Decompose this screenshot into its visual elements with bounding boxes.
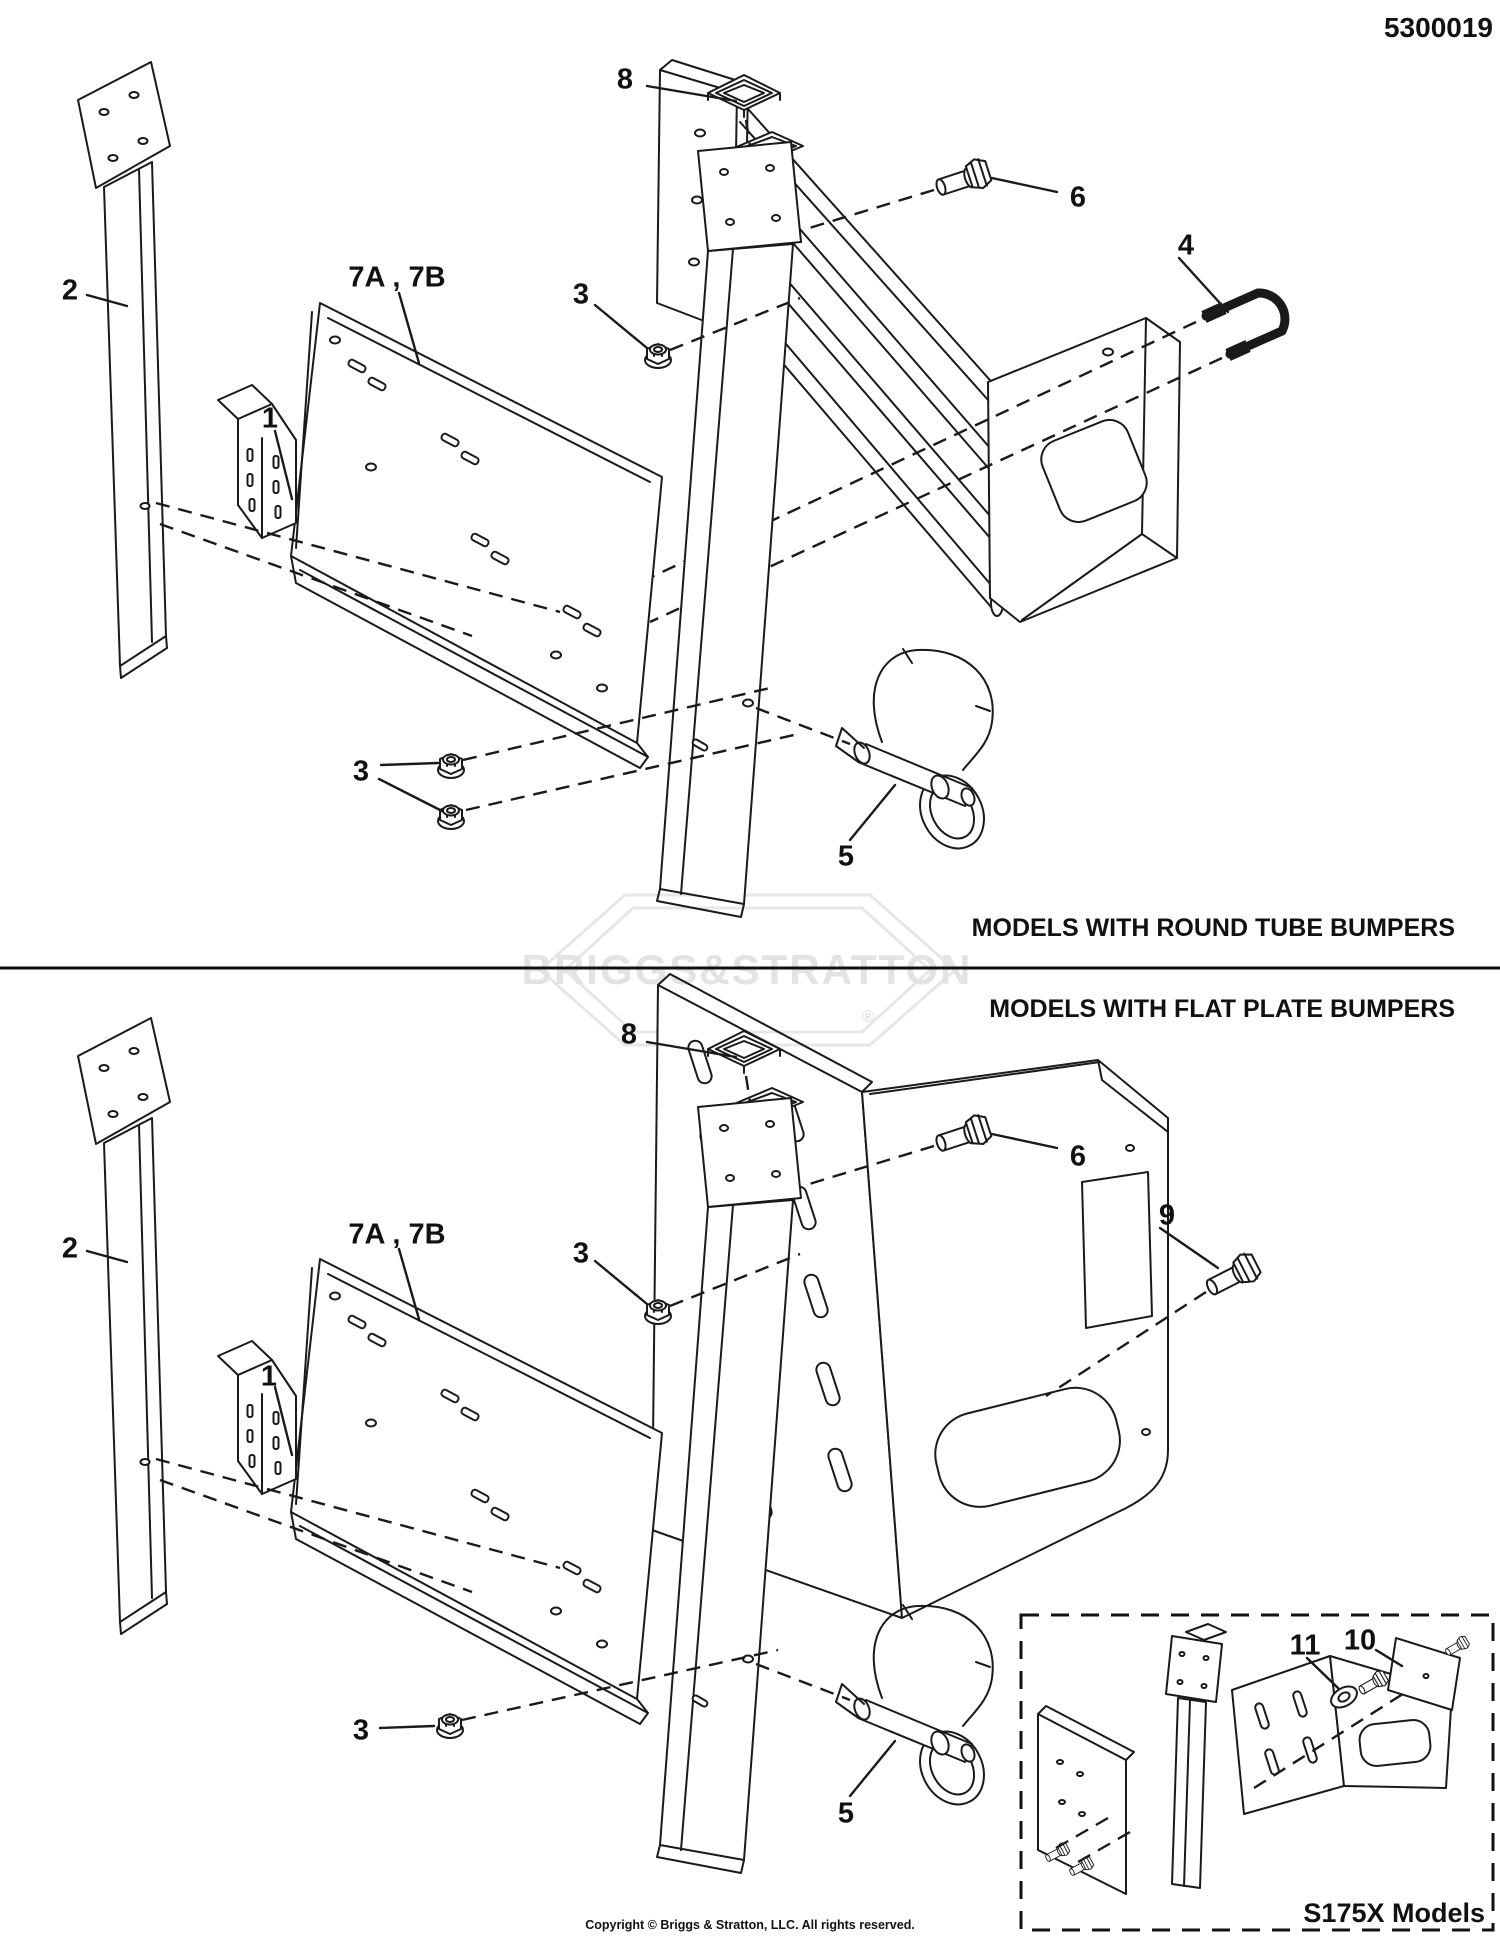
carriage-bolt-part: [1045, 1226, 1264, 1398]
callout-3-lower-bottom: 3: [352, 1714, 370, 1747]
lower-flange-nuts: [377, 686, 799, 830]
callout-2: 2: [61, 274, 79, 307]
callout-1-bottom: 1: [260, 1360, 278, 1393]
callout-7a-7b: 7A , 7B: [348, 261, 446, 294]
callout-5-bottom: 5: [837, 1797, 855, 1830]
copyright-notice: Copyright © Briggs & Stratton, LLC. All …: [585, 1918, 915, 1932]
callout-1: 1: [261, 402, 279, 435]
callout-8-bottom: 8: [620, 1018, 638, 1051]
mini-frame-part: [1037, 1705, 1135, 1895]
callout-2-bottom: 2: [61, 1232, 79, 1265]
lower-flange-nut: [378, 1648, 779, 1739]
callout-5: 5: [837, 840, 855, 873]
part-number: 5300019: [1383, 12, 1493, 43]
callout-11: 11: [1289, 1629, 1321, 1662]
callout-8: 8: [616, 63, 634, 96]
callout-7a-7b-bottom: 7A , 7B: [348, 1218, 446, 1251]
mini-hardware: [1253, 1634, 1472, 1790]
inset-title: S175X Models: [1303, 1898, 1485, 1928]
briggs-stratton-watermark: BRIGGS&STRATTON ®: [522, 893, 970, 1047]
callout-4: 4: [1177, 229, 1195, 262]
callout-6: 6: [1069, 181, 1087, 214]
callout-3-upper: 3: [572, 278, 590, 311]
callout-6-bottom: 6: [1069, 1140, 1087, 1173]
callout-9: 9: [1158, 1199, 1176, 1232]
round-tube-bumper-diagram: [78, 59, 1290, 917]
mini-post-part: [1165, 1623, 1227, 1889]
inset-border: [1019, 1613, 1495, 1932]
callout-3-upper-bottom: 3: [572, 1237, 590, 1270]
watermark-registered-mark: ®: [862, 1007, 875, 1026]
flat-plate-bumper-diagram: [78, 973, 1264, 1873]
callout-10: 10: [1343, 1624, 1377, 1657]
u-bolt-part: [627, 256, 1290, 624]
round-tube-section-title: MODELS WITH ROUND TUBE BUMPERS: [971, 914, 1455, 942]
s175x-inset: [1019, 1613, 1495, 1932]
callout-3-lower: 3: [352, 755, 370, 788]
flat-plate-section-title: MODELS WITH FLAT PLATE BUMPERS: [989, 995, 1455, 1023]
